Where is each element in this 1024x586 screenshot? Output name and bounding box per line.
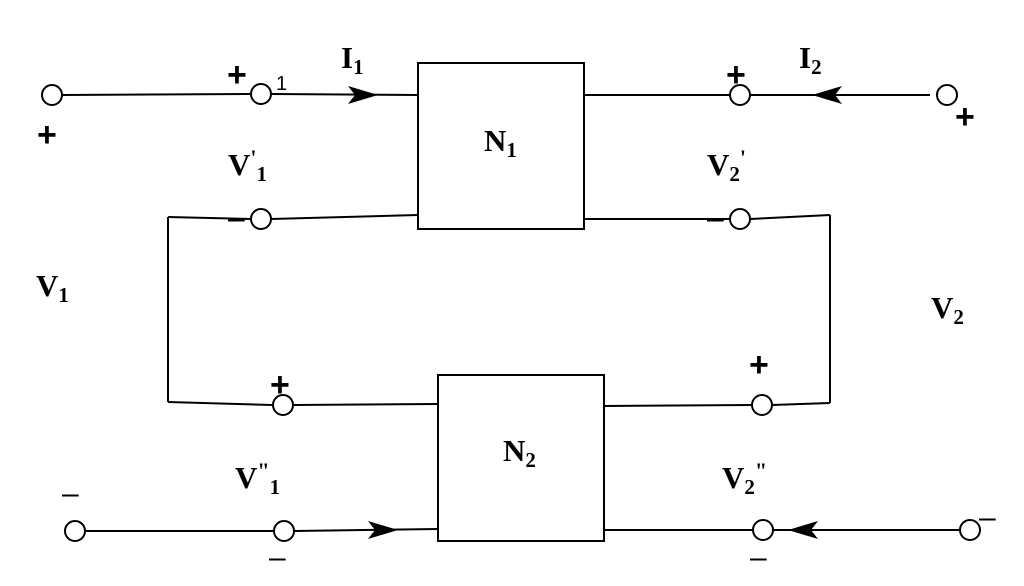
terminal-n2-port2-top (751, 394, 773, 416)
wire-input-bottom-right (293, 528, 439, 532)
current-i1-label: I1 (341, 40, 364, 79)
terminal-n1-port1-top (250, 83, 272, 105)
terminal-n2-port1-top (272, 394, 294, 416)
polarity-plus-n1-port2: + (726, 56, 746, 94)
voltage-v1-label: V1 (36, 268, 69, 307)
polarity-minus-n1-port2: – (707, 202, 724, 235)
arrow-bottom-right-left (788, 521, 818, 539)
terminal-n2-port2-bottom (752, 519, 774, 541)
voltage-v2-prime-label: V2' (707, 145, 747, 186)
terminal-input-top-outer (41, 84, 63, 106)
voltage-v1-prime-label: V'1 (228, 145, 268, 186)
polarity-minus-n2-port2: – (750, 541, 767, 574)
voltage-v2-label: V2 (931, 290, 964, 329)
terminal-n1-port2-top (729, 84, 751, 106)
terminal-output-bottom-outer (959, 519, 981, 541)
polarity-plus-output-top: + (955, 98, 975, 136)
polarity-minus-n2-port1: – (269, 541, 286, 574)
current-i2-label: I2 (799, 40, 822, 79)
network-n2-box (437, 374, 605, 542)
wire-n2-top-left (292, 403, 439, 406)
wire-n1-bottom-left (270, 214, 419, 220)
arrow-i1-right (348, 86, 378, 104)
polarity-plus-n2-port2: + (749, 346, 769, 384)
wire-right-stub-top (749, 214, 831, 220)
terminal-n1-port1-bottom (250, 208, 272, 230)
wire-n2-top-right (603, 404, 753, 407)
network-n1-box (417, 62, 585, 230)
wire-right-stub-bottom (771, 402, 831, 406)
terminal-number-label: 1 (276, 73, 288, 95)
arrow-bottom-left-right (368, 521, 398, 539)
network-n1-label: N1 (484, 123, 517, 162)
polarity-plus-n2-port1: + (270, 366, 290, 404)
polarity-minus-output-bottom: – (979, 501, 996, 534)
wire-input-top-right (271, 93, 419, 96)
terminal-n2-port1-bottom (273, 520, 295, 542)
voltage-v1-double-prime-label: V"1 (235, 458, 281, 499)
terminal-n1-port2-bottom (729, 208, 751, 230)
polarity-plus-n1-port1: + (227, 56, 247, 94)
wire-left-stub-top (167, 216, 253, 220)
wire-left-stub-bottom (167, 401, 273, 406)
terminal-output-top-outer (936, 84, 958, 106)
wire-input-top-left (61, 93, 251, 96)
arrow-i2-left (812, 86, 842, 104)
polarity-plus-input-top: + (37, 116, 57, 154)
polarity-minus-n1-port1: – (228, 202, 245, 235)
network-n2-label: N2 (503, 433, 536, 472)
voltage-v2-double-prime-label: V2" (722, 458, 768, 499)
polarity-minus-input-bottom: – (62, 477, 79, 510)
terminal-input-bottom-outer (64, 520, 86, 542)
